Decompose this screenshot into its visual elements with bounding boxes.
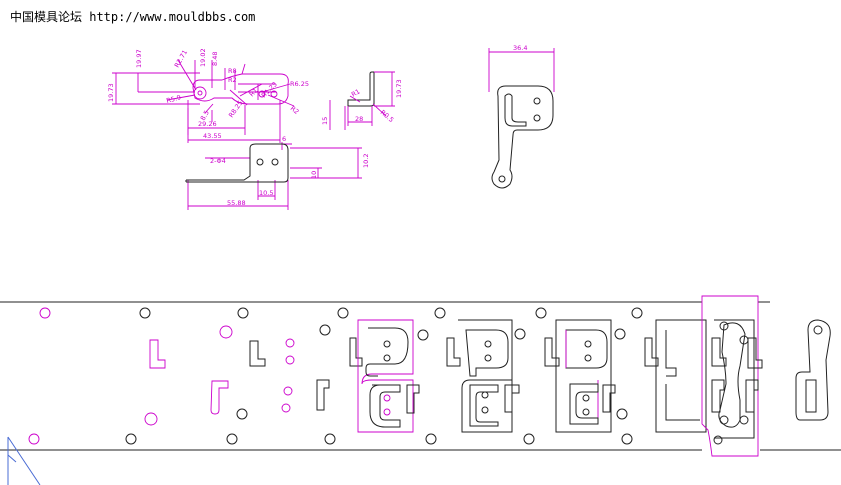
corner-view-triangle: [7, 436, 41, 485]
dim-text: 15: [321, 117, 329, 125]
strip-layout: [0, 295, 841, 457]
dim-text: 2-Φ4: [210, 157, 226, 165]
dim-text: 55.88: [227, 199, 246, 207]
front-view: 6 2-Φ4 10.2 10 10.5 55.88: [185, 135, 370, 210]
dim-text: 29.26: [198, 120, 217, 128]
dim-text: 19.73: [107, 83, 115, 102]
side-view: R1 R0.5 15 28 19.73: [321, 71, 403, 130]
dim-text: 10: [310, 171, 318, 179]
dim-text: R2.71: [173, 49, 189, 69]
dim-text: R6.25: [290, 80, 309, 88]
dim-text: 43.55: [203, 132, 222, 140]
watermark-text: 中国模具论坛 http://www.mouldbbs.com: [10, 10, 256, 24]
dim-text: 19.97: [135, 49, 143, 68]
flat-pattern-view: 36.4: [488, 44, 555, 189]
dim-text: R2: [228, 76, 237, 84]
dim-text: R1: [350, 87, 361, 98]
dim-text: R8.25: [227, 99, 244, 119]
dim-text: 10.5: [259, 189, 273, 197]
dim-text: R2: [289, 104, 301, 116]
dim-text: R1: [248, 87, 260, 99]
dim-text: 6: [282, 135, 286, 143]
dim-text: 8.48: [211, 52, 219, 66]
top-view: 19.97 R2.71 19.02 8.48 19.73 R5.9 R8 R2 …: [107, 48, 309, 143]
dim-text: R8: [228, 67, 237, 75]
dim-text: 19.02: [199, 48, 207, 67]
dim-text: 36.4: [513, 44, 527, 52]
dim-text: R5.9: [165, 93, 181, 105]
dim-text: 28: [355, 115, 363, 123]
dim-text: R0.5: [379, 108, 396, 124]
dim-text: 19.73: [395, 79, 403, 98]
dim-text: 10.2: [362, 154, 370, 168]
